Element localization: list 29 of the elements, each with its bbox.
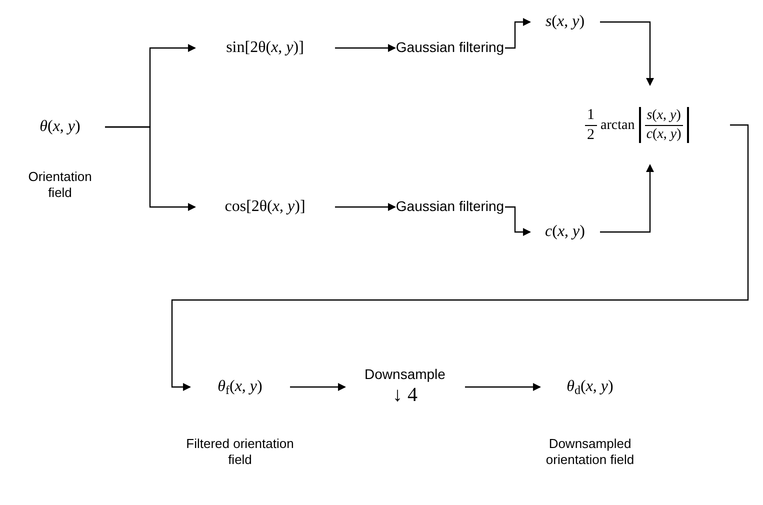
arrow (465, 383, 541, 391)
math-expression: c(x, y) (545, 222, 585, 242)
arrow (600, 164, 654, 233)
arrow (335, 44, 396, 52)
math-expression: cos[2θ(x, y)] (224, 197, 306, 217)
arrow (105, 126, 196, 211)
math-expression: s(x, y) (545, 12, 585, 32)
node-label: Filtered orientation field (185, 436, 295, 468)
math-expression: c(x, y) (646, 126, 682, 143)
arrow (505, 206, 531, 236)
arrow (290, 383, 346, 391)
fraction-denominator: 2 (587, 126, 594, 144)
math-expression: θ(x, y) (40, 117, 80, 137)
node-label: Orientation field (27, 168, 93, 202)
step-label: Gaussian filtering (396, 39, 504, 57)
node-label: Downsampled orientation field (544, 436, 636, 468)
step-label: Downsample (364, 366, 446, 384)
arrow (171, 124, 749, 391)
math-expression: s(x, y) (644, 107, 683, 126)
arrow (505, 18, 531, 49)
math-expression: θ$_{d}$(x, y) (566, 377, 614, 397)
function-name: arctan (600, 116, 635, 134)
arrow (600, 21, 654, 86)
step-label: Gaussian filtering (396, 198, 504, 216)
math-expression: sin[2θ(x, y)] (226, 38, 304, 58)
operator-symbol: ↓ 4 (392, 383, 418, 408)
math-expression: θ$_{f}$(x, y) (218, 377, 262, 397)
fraction-numerator: 1 (585, 106, 596, 126)
arrow (335, 203, 396, 211)
